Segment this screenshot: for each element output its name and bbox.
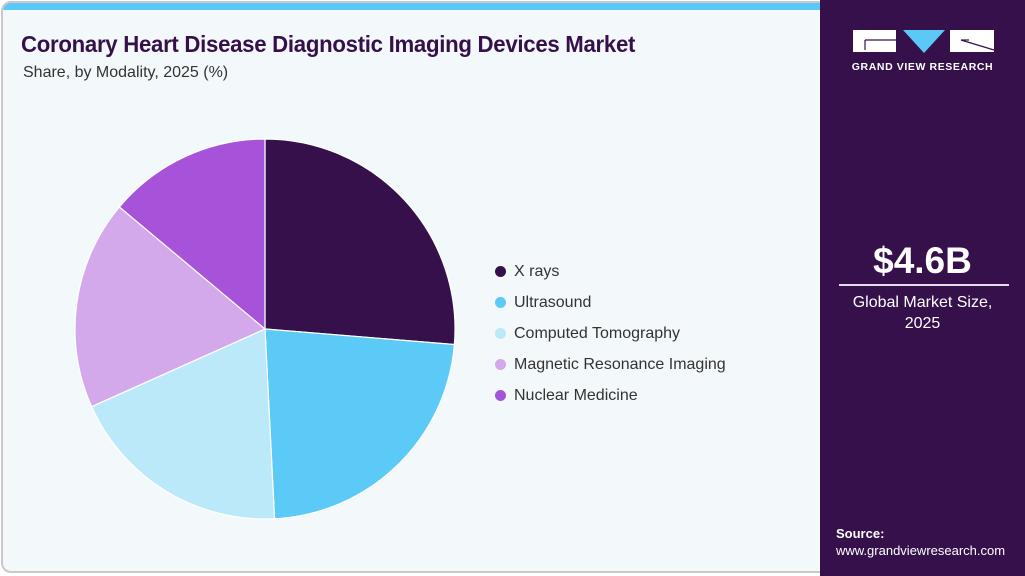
market-size-label: Global Market Size, 2025 [820, 292, 1025, 334]
market-size-label-line2: 2025 [904, 315, 941, 332]
grand-view-research-logo-icon [853, 30, 995, 53]
pie-slice-magnetic-resonance-imaging[interactable] [74, 206, 267, 408]
top-accent-bar [3, 3, 825, 10]
legend-label: X rays [514, 262, 560, 280]
chart-title: Coronary Heart Disease Diagnostic Imagin… [21, 31, 636, 57]
pie-slices [74, 138, 456, 520]
logo-text: GRAND VIEW RESEARCH [851, 61, 994, 73]
legend-label: Nuclear Medicine [514, 386, 638, 404]
legend-item-computed-tomography[interactable]: Computed Tomography [492, 318, 726, 349]
legend-item-mri[interactable]: Magnetic Resonance Imaging [492, 349, 726, 380]
source-link[interactable]: www.grandviewresearch.com [836, 543, 1006, 558]
legend-item-x-rays[interactable]: X rays [492, 256, 726, 287]
legend-dot-icon [495, 297, 506, 308]
pie-chart [74, 138, 456, 520]
pie-slice-computed-tomography[interactable] [90, 328, 276, 520]
source-label: Source: [836, 526, 885, 541]
legend-label: Computed Tomography [514, 324, 681, 342]
legend-dot-icon [495, 266, 506, 277]
chart-subtitle: Share, by Modality, 2025 (%) [23, 64, 229, 81]
side-panel: GRAND VIEW RESEARCH $4.6B Global Market … [820, 0, 1025, 576]
legend-label: Magnetic Resonance Imaging [514, 355, 726, 373]
market-size-label-line1: Global Market Size, [852, 294, 993, 311]
legend-label: Ultrasound [514, 293, 592, 311]
pie-slice-x-rays[interactable] [264, 138, 456, 346]
legend-item-nuclear-medicine[interactable]: Nuclear Medicine [492, 380, 726, 411]
pie-slice-nuclear-medicine[interactable] [118, 138, 266, 331]
market-size-divider [839, 284, 1009, 286]
legend-item-ultrasound[interactable]: Ultrasound [492, 287, 726, 318]
chart-legend: X rays Ultrasound Computed Tomography Ma… [492, 256, 726, 411]
pie-slice-ultrasound[interactable] [264, 328, 456, 520]
legend-dot-icon [495, 328, 506, 339]
market-size-value: $4.6B [873, 240, 972, 281]
legend-dot-icon [495, 390, 506, 401]
legend-dot-icon [495, 359, 506, 370]
